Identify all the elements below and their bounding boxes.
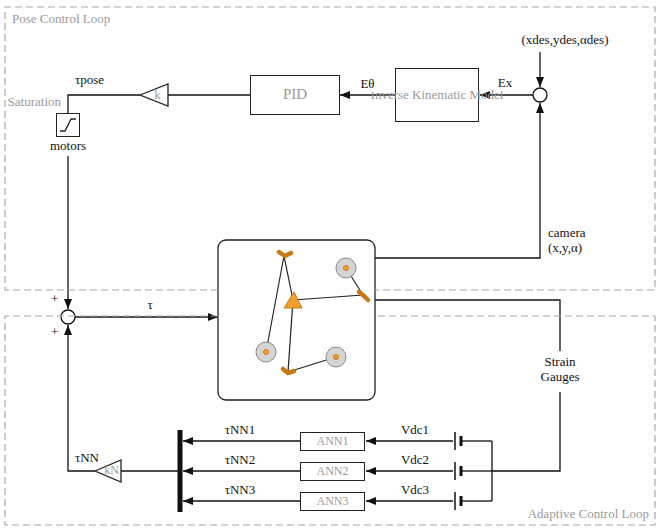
bus-wire [121,470,178,471]
anchor-pin [264,350,269,355]
signal-label: Vdc1 [400,423,430,438]
battery-plate [454,492,456,510]
signal-wire [68,95,140,113]
saturation-curve [57,114,79,136]
robot-link [283,369,294,373]
signal-label: Strain Gauges [529,355,591,385]
gain-triangle: k [140,84,168,106]
ann-output-wire [183,500,300,501]
kinematic-block: Inverse Kinematic Model [395,68,479,122]
signal-label: Vdc2 [400,453,430,468]
signal-label: Vdc3 [400,483,430,498]
voltage-wire [366,440,453,441]
pid-block: PID [250,75,340,115]
signal-label: Eθ [359,77,375,92]
robot-arm [266,256,284,352]
signal-label: τ [146,298,153,313]
signal-label: τNN3 [224,483,257,498]
ann-block: ANN3 [300,492,365,511]
ann-block: ANN2 [300,462,365,481]
end-effector [284,292,302,308]
voltage-wire [366,470,453,471]
robot-arm [293,295,363,300]
triangle-outline [140,84,168,106]
gauge-wire [492,392,560,471]
adaptive-loop-region: Adaptive Control Loop kN ANN1ANN2ANN3 [5,316,655,525]
signal-label: + [50,325,59,340]
nn-torque-wire [68,325,95,471]
camera-wire [375,103,540,258]
signal-label: τNN [74,451,100,466]
signal-label: τNN2 [224,453,257,468]
robot-arm [284,256,293,300]
gauge-wire [462,470,492,471]
anchor-post [326,347,346,367]
gauge-wire [462,440,492,441]
saturation-block: Saturation [56,113,80,137]
signal-label: τNN1 [224,423,257,438]
setpoint-wire [539,52,540,87]
battery-plate [454,462,456,480]
block-label: ANN3 [317,495,349,509]
signal-label: camera [547,226,587,241]
ann-output-wire [183,470,300,471]
anchor-pin [334,355,339,360]
anchor-post [336,258,356,278]
block-label: Inverse Kinematic Model [371,88,504,103]
battery-plate [460,436,463,446]
region-title: Pose Control Loop [12,12,110,27]
signal-wire [168,94,250,95]
signal-label: (x,y,α) [547,241,583,256]
signal-label: + [50,292,59,307]
block-label: Saturation [8,95,61,110]
voltage-wire [366,500,453,501]
anchor-post [256,342,276,362]
block-label: ANN1 [317,435,349,449]
anchor-pin [344,266,349,271]
motor-wire [67,156,68,309]
battery-plate [460,496,463,506]
block-label: PID [283,86,307,103]
robot-link [279,252,291,256]
block-label: k [154,88,161,103]
robot-frame [218,240,375,400]
robot-arm [288,300,293,372]
signal-label: τpose [74,73,105,88]
signal-label: (xdes,ydes,αdes) [521,33,610,48]
ann-output-wire [183,440,300,441]
block-label: ANN2 [317,465,349,479]
block-label: kN [104,464,119,478]
bus-bar [178,430,183,512]
signal-label: Ex [497,76,513,91]
signal-label: motors [49,139,87,154]
battery-plate [460,466,463,476]
gauge-wire [375,300,560,351]
ann-block: ANN1 [300,432,365,451]
robot-link [359,292,368,300]
summing-junction [533,88,547,102]
region-title: Adaptive Control Loop [528,507,649,522]
battery-plate [454,432,456,450]
summing-junction [61,310,75,324]
gauge-wire [462,500,492,501]
